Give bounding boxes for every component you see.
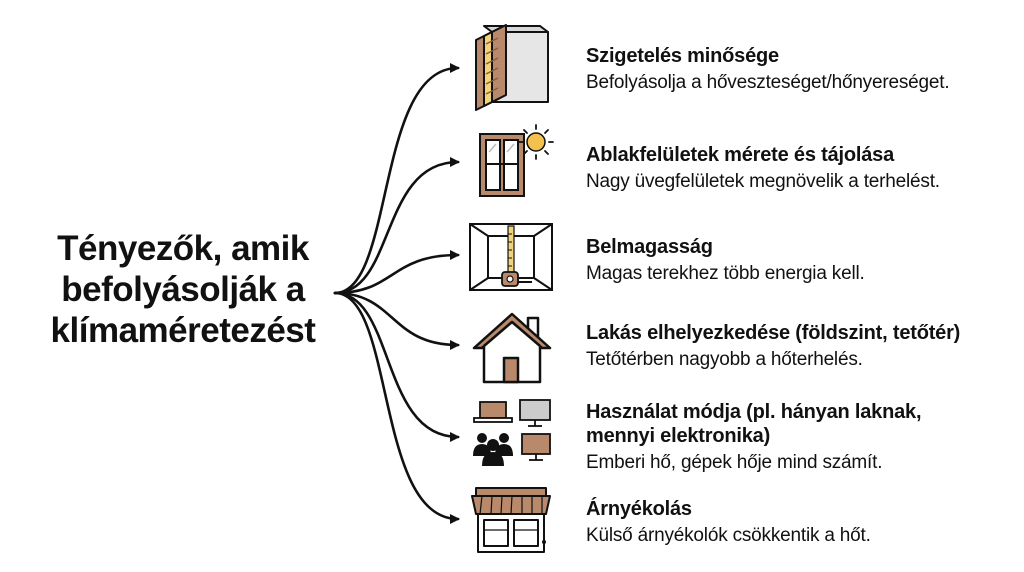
factor-description: Emberi hő, gépek hője mind számít. xyxy=(586,452,883,473)
factor-location: Lakás elhelyezkedése (földszint, tetőtér… xyxy=(586,321,1016,372)
room-height-tape-measure-icon xyxy=(469,223,553,291)
factor-windows: Ablakfelületek mérete és tájolása Nagy ü… xyxy=(586,143,1016,194)
house-icon xyxy=(472,312,552,384)
factor-title: Lakás elhelyezkedése (földszint, tetőtér… xyxy=(586,322,961,344)
factor-title-line-1: Használat módja (pl. hányan laknak, xyxy=(586,401,922,423)
main-title-line-1: Tényezők, amik xyxy=(57,229,309,268)
arrow-to-usage xyxy=(333,291,460,442)
factor-description: Magas terekhez több energia kell. xyxy=(586,263,865,284)
factor-title: Használat módja (pl. hányan laknak, menn… xyxy=(586,400,1016,448)
factor-description: Befolyásolja a hőveszteséget/hőnyeresége… xyxy=(586,72,950,93)
arrow-to-location xyxy=(333,291,460,350)
factor-insulation: Szigetelés minősége Befolyásolja a hőves… xyxy=(586,44,1016,95)
main-title-line-3: klímaméretezést xyxy=(50,311,316,350)
factor-shading: Árnyékolás Külső árnyékolók csökkentik a… xyxy=(586,497,1016,548)
factor-description: Külső árnyékolók csökkentik a hőt. xyxy=(586,525,871,546)
factor-title: Belmagasság xyxy=(586,236,713,258)
factor-title: Árnyékolás xyxy=(586,498,692,520)
arrow-to-shading xyxy=(333,291,460,524)
arrow-to-ceiling-height xyxy=(333,250,460,295)
factor-description: Nagy üvegfelületek megnövelik a terhelés… xyxy=(586,171,940,192)
main-title-line-2: befolyásolják a xyxy=(61,270,305,309)
factor-title: Ablakfelületek mérete és tájolása xyxy=(586,144,894,166)
people-and-electronics-icon xyxy=(473,399,551,466)
arrow-to-windows xyxy=(333,157,460,295)
factor-description: Tetőtérben nagyobb a hőterhelés. xyxy=(586,349,863,370)
factor-title-line-2: mennyi elektronika) xyxy=(586,425,771,447)
factor-usage: Használat módja (pl. hányan laknak, menn… xyxy=(586,400,1016,475)
sunlit-window-icon xyxy=(479,124,554,197)
wall-insulation-icon xyxy=(475,24,549,111)
main-title: Tényezők, amik befolyásolják a klímamére… xyxy=(18,228,348,351)
arrow-to-insulation xyxy=(333,63,460,295)
shop-awning-icon xyxy=(471,487,551,553)
factor-title: Szigetelés minősége xyxy=(586,45,779,67)
factor-ceiling-height: Belmagasság Magas terekhez több energia … xyxy=(586,235,1016,286)
